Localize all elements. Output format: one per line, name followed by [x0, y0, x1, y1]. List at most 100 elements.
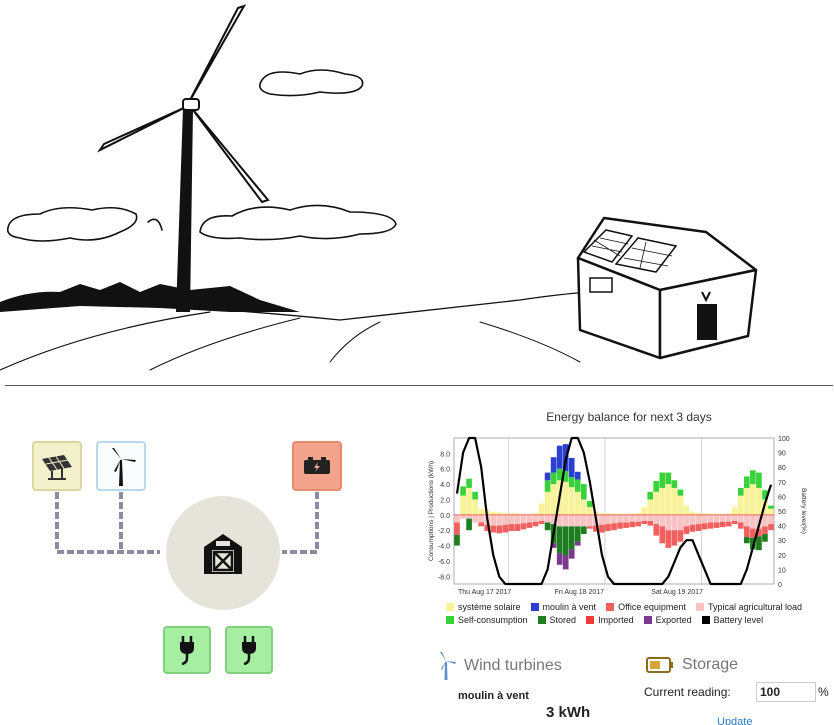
bar-segment: [659, 514, 666, 527]
bar-segment: [737, 514, 744, 523]
bar-segment: [580, 484, 587, 500]
bar-segment: [762, 526, 768, 535]
bar-segment: [454, 522, 460, 535]
wind-turbines-header: Wind turbines: [436, 652, 562, 680]
bar-segment: [641, 514, 648, 521]
bar-segment: [587, 514, 593, 527]
bar-segment: [744, 514, 750, 527]
legend-item[interactable]: Imported: [586, 615, 634, 625]
legend-item[interactable]: Typical agricultural load: [695, 602, 802, 612]
legend-item[interactable]: moulin à vent: [530, 602, 596, 612]
y-tick-label: -8.0: [438, 574, 450, 581]
plug-tile-2[interactable]: [225, 626, 273, 674]
section-divider: [5, 385, 833, 386]
bar-segment: [659, 472, 666, 488]
y-tick-label: -4.0: [438, 544, 450, 551]
legend-item[interactable]: système solaire: [446, 602, 521, 612]
storage-header: Storage: [646, 656, 738, 674]
bar-segment: [502, 524, 509, 533]
bar-segment: [647, 491, 654, 500]
bar-segment: [514, 524, 521, 531]
battery-tile[interactable]: [292, 441, 342, 491]
update-link[interactable]: Update: [717, 716, 753, 725]
bar-segment: [611, 514, 617, 524]
bar-segment: [623, 522, 629, 528]
bar-segment: [605, 524, 611, 531]
legend-swatch: [643, 616, 652, 624]
legend-label: Typical agricultural load: [707, 602, 802, 612]
legend-label: Exported: [655, 615, 692, 625]
bar-segment: [574, 526, 581, 542]
bar-segment: [568, 477, 575, 488]
bar-segment: [701, 513, 708, 515]
y2-tick-label: 0: [778, 582, 782, 589]
legend-item[interactable]: Stored: [537, 615, 576, 625]
battery-level-line: [455, 436, 773, 586]
bar-segment: [550, 514, 557, 525]
bar-segment: [750, 528, 756, 538]
bar-segment: [756, 487, 762, 515]
bar-segment: [514, 514, 521, 525]
bar-segment: [762, 490, 768, 500]
plot-frame: [453, 437, 775, 585]
legend-item[interactable]: Office equipment: [606, 602, 686, 612]
bar-segment: [580, 526, 587, 535]
bar-segment: [532, 514, 539, 522]
battery-icon: [646, 657, 673, 673]
y2-tick-label: 70: [778, 480, 786, 487]
chart-title: Energy balance for next 3 days: [546, 410, 712, 424]
bar-segment: [593, 525, 599, 532]
solar-panel-tile[interactable]: [32, 441, 82, 491]
y2-tick-label: 50: [778, 509, 786, 516]
bar-segment: [460, 514, 466, 519]
bar-segment: [683, 514, 690, 527]
legend-label: système solaire: [458, 602, 521, 612]
legend-item[interactable]: Battery level: [701, 615, 763, 625]
y-tick-label: 0.0: [440, 513, 450, 520]
bar-segment: [490, 511, 497, 515]
bar-segment: [562, 471, 569, 482]
wind-turbine-icon: [112, 448, 136, 486]
bar-segment: [568, 487, 575, 515]
bar-segment: [472, 491, 478, 500]
farm-building-hub[interactable]: [166, 496, 280, 610]
current-reading-input[interactable]: [756, 682, 816, 702]
landscape-illustration: [0, 4, 758, 371]
legend-item[interactable]: Exported: [643, 615, 692, 625]
legend-swatch: [701, 616, 710, 624]
y-axis-label: Consumptions | Productions (kWh): [428, 461, 435, 561]
bar-segment: [641, 520, 648, 525]
bar-segment: [744, 476, 750, 488]
bar-segment: [550, 543, 557, 548]
bar-segment: [623, 514, 629, 523]
bar-segment: [744, 537, 750, 544]
bar-segment: [617, 514, 623, 523]
bar-segment: [677, 530, 684, 542]
bar-segment: [677, 495, 684, 515]
bar-segment: [695, 514, 702, 525]
wind-turbine-tile[interactable]: [96, 441, 146, 491]
legend-swatch: [606, 603, 615, 611]
bar-segment: [544, 514, 551, 523]
bar-segment: [460, 495, 466, 515]
legend-swatch: [446, 603, 454, 611]
bar-segment: [671, 480, 678, 488]
bar-segment: [556, 526, 563, 554]
chart-legend: système solaire moulin à vent Office equip…: [446, 602, 834, 628]
bar-segment: [580, 499, 587, 515]
plug-tile-1[interactable]: [163, 626, 211, 674]
bar-segment: [508, 514, 515, 525]
bar-segment: [653, 481, 660, 492]
bar-segment: [647, 514, 654, 521]
current-reading-label: Current reading:: [644, 685, 731, 699]
bar-segment: [689, 511, 696, 515]
legend-item[interactable]: Self-consumption: [446, 615, 528, 625]
bar-segment: [532, 521, 539, 527]
bar-segment: [659, 526, 666, 544]
bar-segment: [508, 524, 515, 531]
reading-unit: %: [818, 685, 829, 699]
bar-segment: [683, 526, 690, 535]
bar-segment: [659, 487, 666, 515]
